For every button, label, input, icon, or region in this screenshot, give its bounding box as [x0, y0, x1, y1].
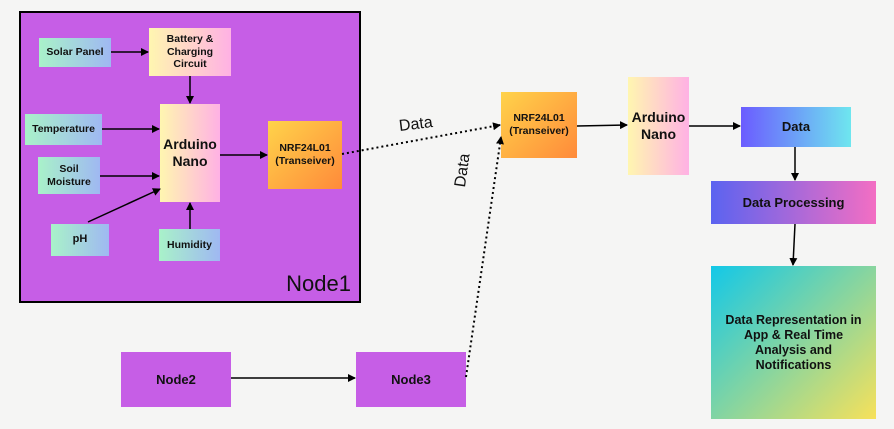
- receiver-arduino-nano-box: Arduino Nano: [628, 77, 689, 175]
- node3-box: Node3: [356, 352, 466, 407]
- temperature-box: Temperature: [25, 114, 102, 145]
- node2-box: Node2: [121, 352, 231, 407]
- humidity-box: Humidity: [159, 229, 220, 261]
- data-link-label-node1: Data: [398, 114, 434, 135]
- soil-moisture-box: Soil Moisture: [38, 157, 100, 194]
- data-representation-box: Data Representation in App & Real Time A…: [711, 266, 876, 419]
- arrow-processing-to-representation: [789, 223, 798, 266]
- data-link-label-node3: Data: [452, 152, 474, 189]
- data-processing-box: Data Processing: [711, 181, 876, 224]
- node1-arduino-nano-box: Arduino Nano: [160, 104, 220, 202]
- node1-nrf-transceiver-box: NRF24L01 (Transeiver): [268, 121, 342, 189]
- solar-panel-box: Solar Panel: [39, 38, 111, 67]
- receiver-nrf-transceiver-box: NRF24L01 (Transeiver): [501, 92, 577, 158]
- arrow-receiver-nrf-to-arduino: [576, 121, 628, 130]
- battery-charging-box: Battery & Charging Circuit: [149, 28, 231, 76]
- data-box: Data: [741, 107, 851, 147]
- ph-box: pH: [51, 224, 109, 256]
- node1-label: Node1: [286, 271, 351, 296]
